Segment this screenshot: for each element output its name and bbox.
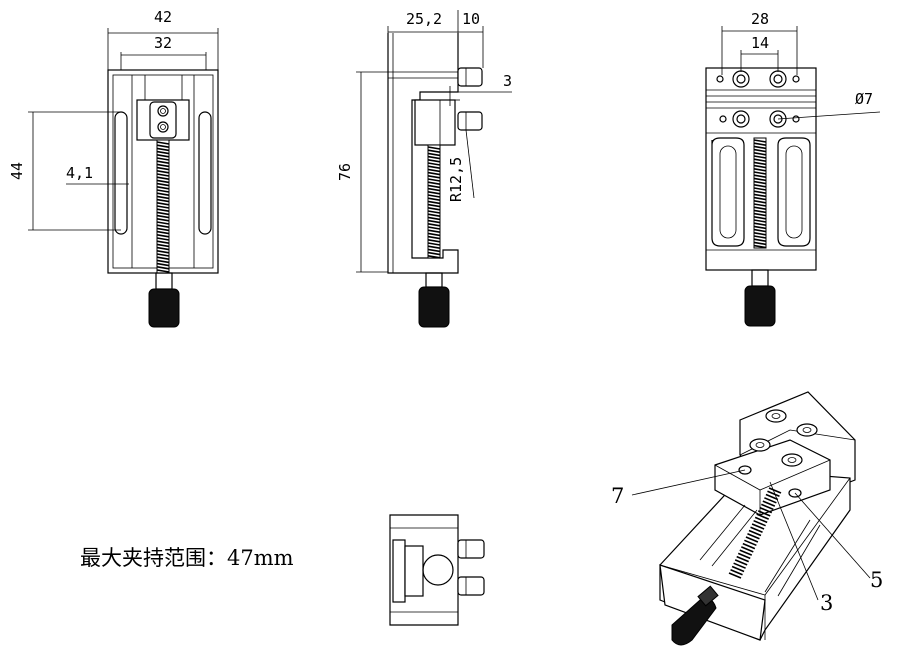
bottom-body-outline: [389, 514, 459, 626]
side-view: 25,2 10 76 3 R12,5: [336, 10, 512, 328]
side-lead-screw: [427, 144, 441, 259]
dim-side-top-length: 25,2: [406, 10, 442, 28]
dim-top-inner: 14: [751, 34, 769, 52]
iso-lead-screw: [728, 487, 782, 579]
front-knob: [148, 288, 180, 328]
dim-front-width-outer: 42: [154, 8, 172, 26]
front-left-slot: [114, 111, 128, 235]
side-knob: [418, 286, 450, 328]
dim-side-top-right: 10: [462, 10, 480, 28]
top-view: 28 14 Ø7: [705, 10, 881, 327]
bottom-screw-head: [422, 554, 454, 586]
top-hole-7: [769, 110, 787, 128]
front-view: 42 32 44 4,1: [8, 8, 219, 328]
front-knob-neck: [155, 272, 173, 290]
side-pin-bottom: [457, 111, 483, 131]
side-jaw: [414, 99, 456, 146]
dim-side-height: 76: [336, 163, 354, 181]
callout-5: 5: [870, 568, 883, 592]
callout-3: 3: [820, 591, 833, 615]
dim-hole-dia: Ø7: [855, 90, 873, 108]
dim-side-radius: R12,5: [447, 157, 465, 202]
front-screw-hole-bottom: [157, 121, 169, 133]
top-knob: [744, 285, 776, 327]
front-screw-hole-top: [157, 105, 169, 117]
bottom-side-view: [389, 514, 485, 626]
dim-side-step: 3: [503, 72, 512, 90]
front-lead-screw: [156, 139, 170, 274]
side-body-outline: [387, 33, 459, 274]
top-lead-screw: [753, 137, 767, 249]
side-pin-top: [457, 67, 483, 87]
front-right-slot: [198, 111, 212, 235]
max-clamp-range-caption: 最大夹持范围：47mm: [80, 546, 294, 570]
top-bolt-right: [769, 70, 787, 88]
dim-front-height: 44: [8, 162, 26, 180]
callout-7: 7: [611, 484, 624, 508]
iso-bolts: [738, 409, 818, 498]
dim-top-outer: 28: [751, 10, 769, 28]
isometric-view: 7 5 3: [611, 391, 883, 646]
top-bolt-left: [732, 70, 750, 88]
dim-front-width-inner: 32: [154, 34, 172, 52]
dim-slot-width: 4,1: [66, 164, 93, 182]
